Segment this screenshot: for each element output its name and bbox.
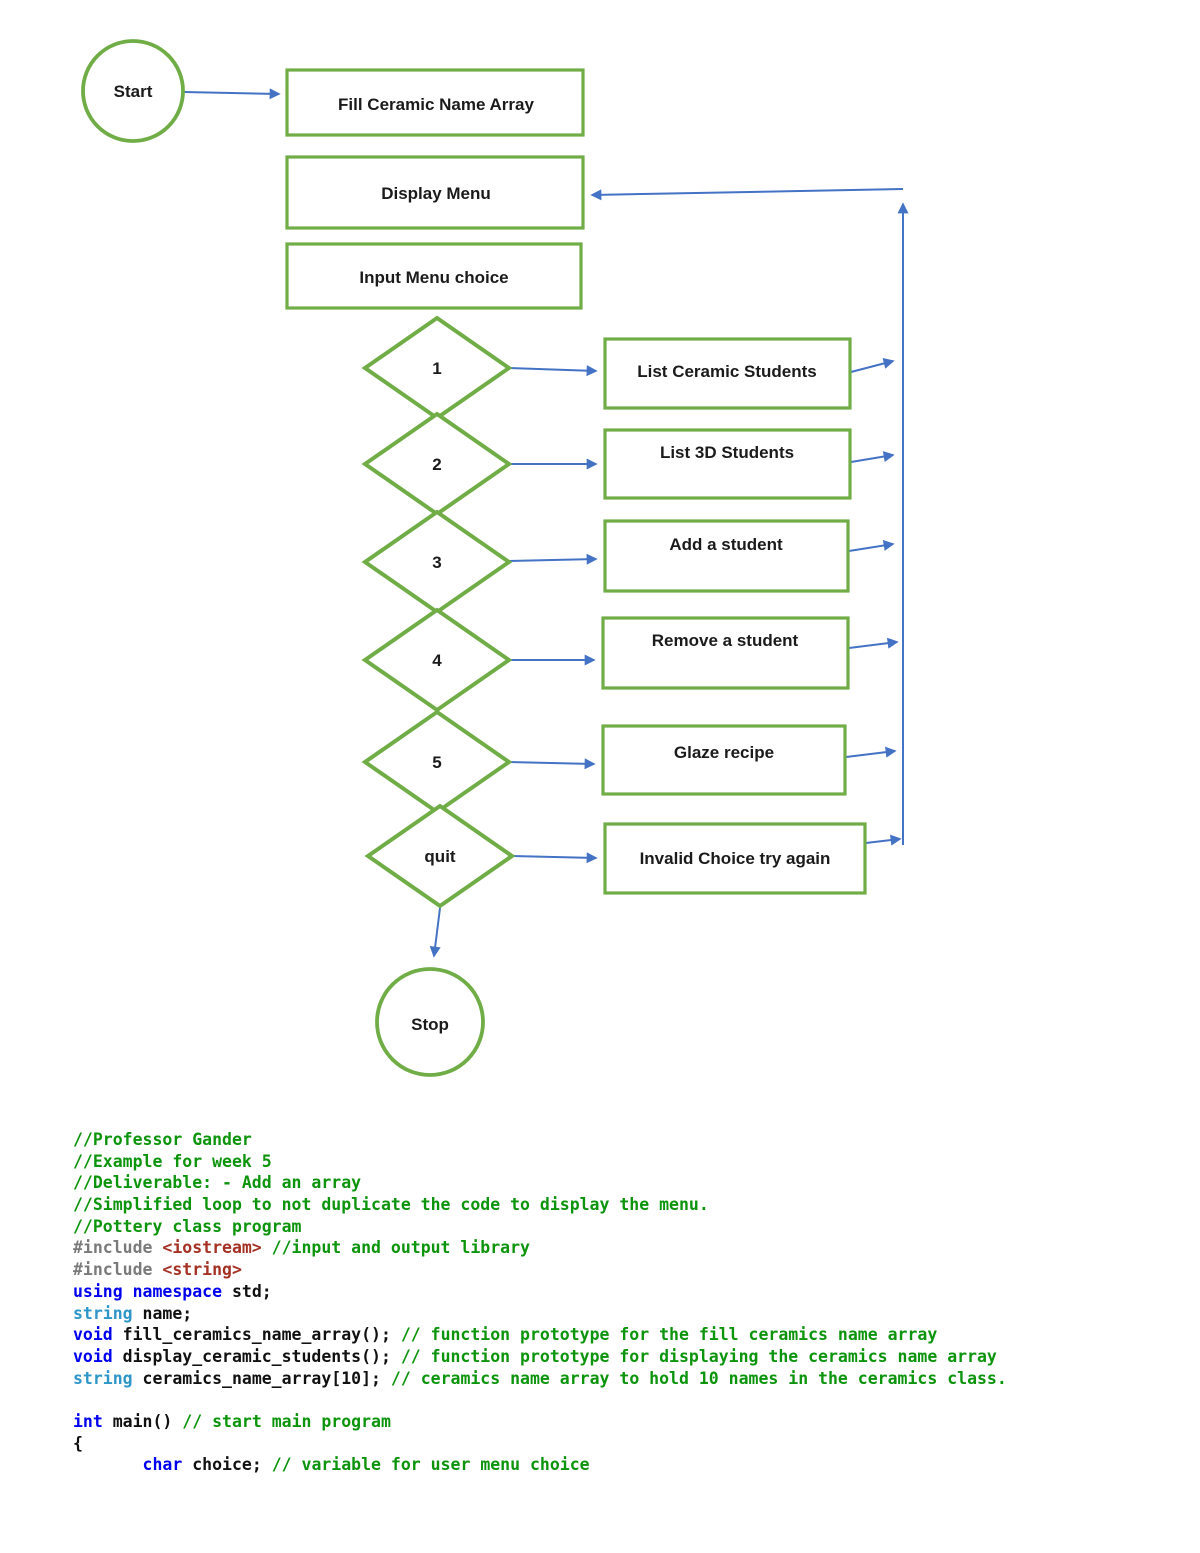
arrow-quit-to-invalid bbox=[511, 852, 598, 864]
stop-label: Stop bbox=[411, 1015, 449, 1034]
decision-5-label: 5 bbox=[432, 753, 441, 772]
decision-3-label: 3 bbox=[432, 553, 441, 572]
code-line: void display_ceramic_students(); // func… bbox=[73, 1346, 1007, 1368]
code-line: void fill_ceramics_name_array(); // func… bbox=[73, 1324, 1007, 1346]
decision-2-label: 2 bbox=[432, 455, 441, 474]
code-line: #include <iostream> //input and output l… bbox=[73, 1237, 1007, 1259]
arrow-glaze-to-loop bbox=[845, 746, 897, 758]
arrow-1-to-list-ceramic bbox=[508, 365, 598, 377]
arrow-5-to-glaze bbox=[505, 758, 596, 770]
code-token: std; bbox=[231, 1281, 272, 1301]
action-list-3d-students bbox=[603, 428, 852, 500]
invalid-choice-label: Invalid Choice try again bbox=[640, 849, 831, 868]
code-token: int bbox=[73, 1411, 113, 1431]
list-ceramic-label: List Ceramic Students bbox=[637, 362, 817, 381]
code-token bbox=[73, 1455, 143, 1474]
code-line: //Simplified loop to not duplicate the c… bbox=[73, 1194, 1007, 1216]
code-token: string bbox=[73, 1303, 143, 1323]
process-input-choice bbox=[285, 242, 583, 310]
arrow-add-to-loop bbox=[848, 540, 895, 552]
code-line: //Example for week 5 bbox=[73, 1151, 1007, 1173]
code-token: <iostream> bbox=[162, 1238, 262, 1258]
code-token: choice; bbox=[192, 1455, 272, 1475]
code-block: //Professor Gander//Example for week 5//… bbox=[73, 1129, 1007, 1476]
code-token: char bbox=[142, 1455, 193, 1475]
code-token: name; bbox=[142, 1303, 193, 1323]
code-token: // variable for user menu choice bbox=[271, 1455, 590, 1475]
decision-4-label: 4 bbox=[432, 651, 442, 670]
code-token: //input and output library bbox=[261, 1238, 530, 1258]
code-token: void bbox=[73, 1325, 123, 1345]
arrow-start-to-fill bbox=[183, 88, 281, 100]
decision-quit bbox=[364, 803, 516, 909]
code-token: ceramics_name_array[10]; bbox=[142, 1368, 391, 1388]
code-line: int main() // start main program bbox=[73, 1411, 1007, 1433]
arrow-remove-to-loop bbox=[848, 637, 899, 649]
stop-terminal bbox=[375, 967, 485, 1077]
decision-quit-label: quit bbox=[424, 847, 455, 866]
code-token: //Deliverable: - Add an array bbox=[73, 1173, 362, 1193]
input-choice-label: Input Menu choice bbox=[359, 268, 508, 287]
code-line: string name; bbox=[73, 1303, 1007, 1325]
start-label: Start bbox=[114, 82, 153, 101]
arrow-list-3d-to-loop bbox=[850, 451, 895, 463]
code-line: using namespace std; bbox=[73, 1281, 1007, 1303]
display-menu-label: Display Menu bbox=[381, 184, 491, 203]
code-line: string ceramics_name_array[10]; // ceram… bbox=[73, 1368, 1007, 1390]
process-fill-array bbox=[285, 68, 585, 137]
code-line: char choice; // variable for user menu c… bbox=[73, 1454, 1007, 1476]
code-token: main() bbox=[112, 1411, 183, 1431]
code-token: <string> bbox=[162, 1260, 242, 1280]
code-token: // function prototype for the fill ceram… bbox=[400, 1325, 938, 1345]
add-student-label: Add a student bbox=[669, 535, 783, 554]
code-token: //Simplified loop to not duplicate the c… bbox=[73, 1195, 709, 1215]
code-token: string bbox=[73, 1368, 143, 1388]
arrow-invalid-to-loop bbox=[865, 834, 902, 846]
fill-array-label: Fill Ceramic Name Array bbox=[338, 95, 534, 114]
arrow-3-to-add bbox=[508, 553, 598, 565]
code-token: // start main program bbox=[182, 1411, 391, 1431]
action-glaze-recipe bbox=[601, 724, 847, 796]
code-line: //Deliverable: - Add an array bbox=[73, 1172, 1007, 1194]
decision-1-label: 1 bbox=[432, 359, 441, 378]
action-list-ceramic-students bbox=[603, 337, 852, 410]
code-line: #include <string> bbox=[73, 1259, 1007, 1281]
glaze-recipe-label: Glaze recipe bbox=[674, 743, 774, 762]
code-line: { bbox=[73, 1433, 1007, 1455]
feedback-line-to-display-menu bbox=[590, 188, 904, 201]
code-token: display_ceramic_students(); bbox=[122, 1346, 401, 1366]
code-token: // ceramics name array to hold 10 names … bbox=[390, 1368, 1007, 1388]
flowchart-diagram: Start Fill Ceramic Name Array Display Me… bbox=[81, 39, 909, 1077]
code-token: void bbox=[73, 1346, 123, 1366]
arrow-quit-to-stop bbox=[429, 907, 441, 958]
code-line: //Professor Gander bbox=[73, 1129, 1007, 1151]
action-add-student bbox=[603, 519, 850, 593]
process-display-menu bbox=[285, 155, 585, 230]
connector-arrows bbox=[183, 88, 909, 958]
code-line bbox=[73, 1389, 1007, 1411]
arrow-list-ceramic-to-loop bbox=[850, 358, 895, 373]
list-3d-label: List 3D Students bbox=[660, 443, 794, 462]
code-token: #include bbox=[73, 1260, 163, 1280]
code-token: //Pottery class program bbox=[73, 1216, 302, 1236]
code-token: fill_ceramics_name_array(); bbox=[122, 1325, 401, 1345]
action-remove-student bbox=[601, 616, 850, 690]
code-token: //Example for week 5 bbox=[73, 1151, 272, 1171]
code-token: using namespace bbox=[73, 1281, 232, 1301]
code-token: #include bbox=[73, 1238, 163, 1258]
start-terminal bbox=[81, 39, 185, 143]
code-token: // function prototype for displaying the… bbox=[400, 1346, 997, 1366]
code-token: { bbox=[73, 1433, 83, 1453]
remove-student-label: Remove a student bbox=[652, 631, 799, 650]
action-invalid-choice bbox=[603, 822, 867, 895]
code-token: //Professor Gander bbox=[73, 1130, 252, 1149]
code-line: //Pottery class program bbox=[73, 1216, 1007, 1238]
